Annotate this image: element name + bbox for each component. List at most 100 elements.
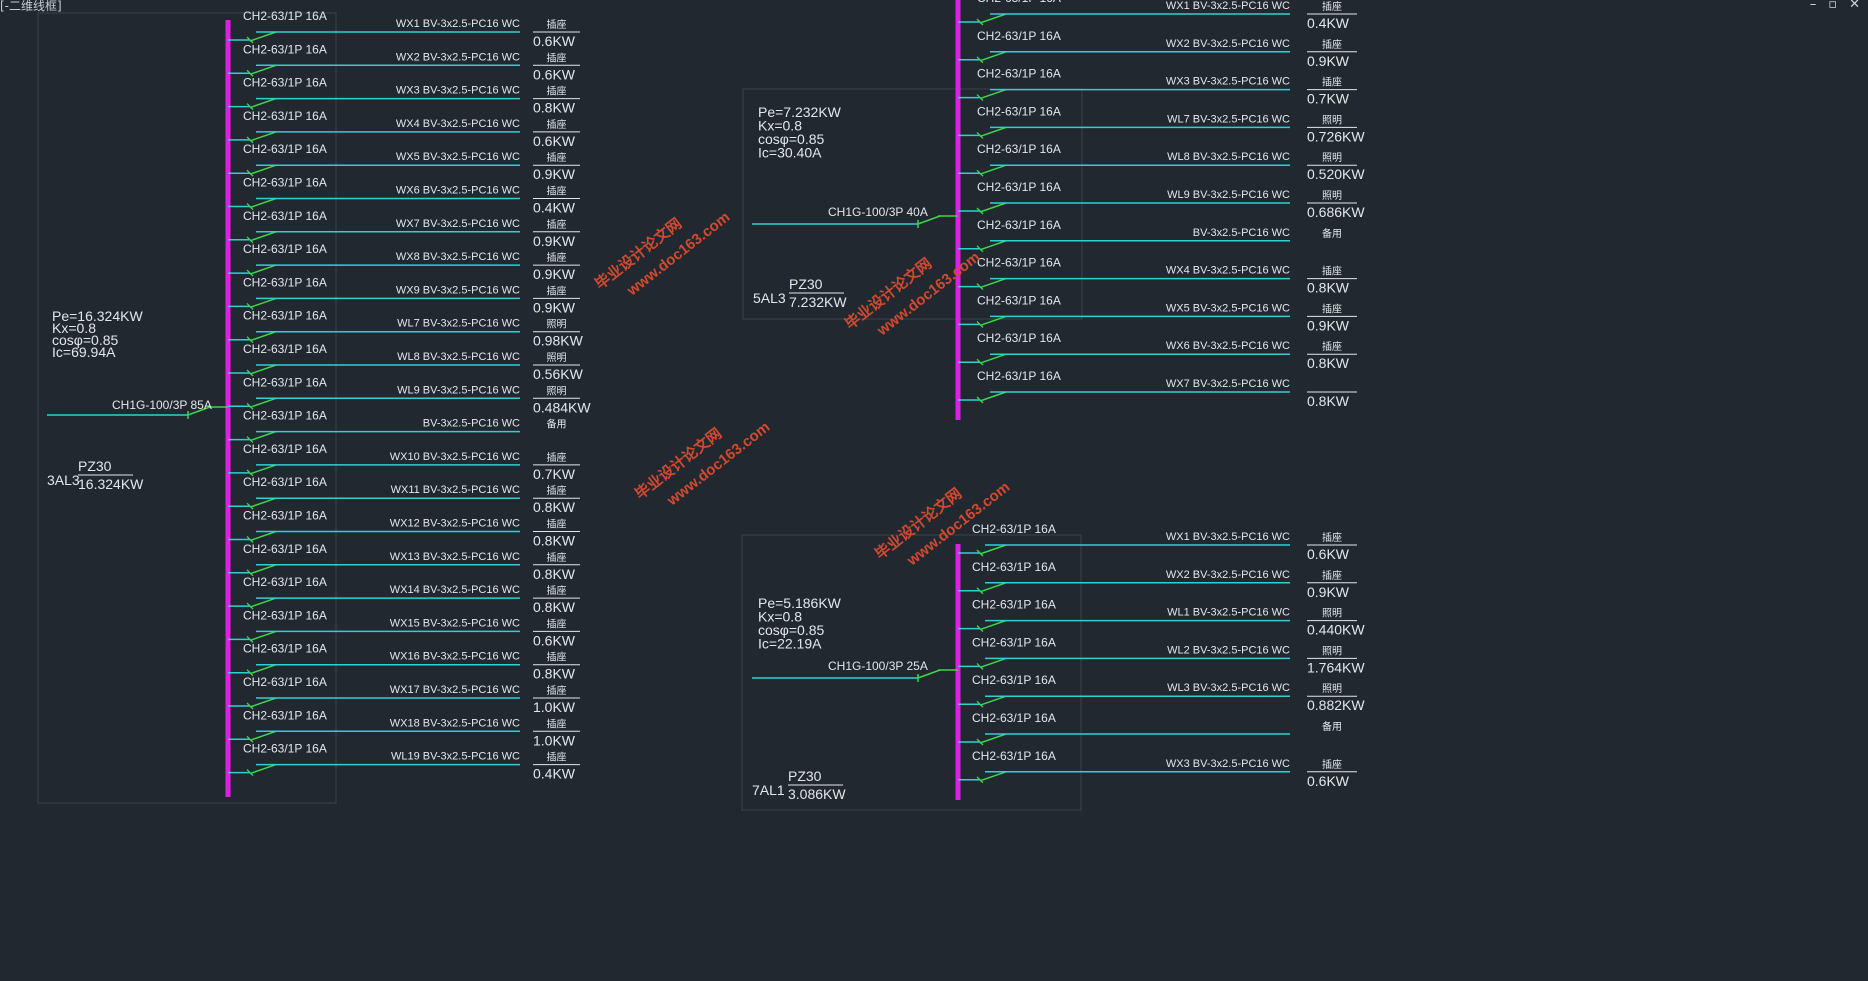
panel-7al1-circuit-5-load-type: 照明 — [1322, 683, 1342, 695]
panel-3al3-circuit-22-breaker-mark — [246, 735, 254, 743]
panel-7al1-circuit-2-load-type: 插座 — [1322, 569, 1342, 582]
panel-3al3-circuit-10-load: 0.98KW — [533, 333, 584, 349]
panel-5al3-circuit-6-breaker-mark — [976, 207, 984, 215]
panel-3al3-circuit-22-load: 1.0KW — [533, 732, 576, 748]
panel-5al3-circuit-8-load-type: 插座 — [1322, 265, 1342, 278]
panel-3al3-circuit-22-breaker-symbol — [249, 730, 277, 742]
panel-3al3-circuit-17-breaker: CH2-63/1P 16A — [243, 542, 327, 556]
panel-3al3-circuit-16-breaker-mark — [246, 536, 254, 543]
panel-5al3-circuit-10-load-type: 插座 — [1322, 340, 1342, 353]
panel-5al3-circuit-10-load: 0.8KW — [1307, 355, 1350, 371]
panel-3al3-circuit-12-breaker-mark — [246, 402, 254, 410]
panel-7al1-model: PZ30 — [788, 768, 822, 784]
panel-3al3-circuit-6-breaker-mark — [246, 203, 254, 210]
panel-3al3-circuit-10-breaker-mark — [246, 336, 254, 344]
panel-7al1-circuit-3-breaker: CH2-63/1P 16A — [972, 598, 1056, 612]
panel-3al3-circuit-10-breaker: CH2-63/1P 16A — [243, 309, 327, 323]
minimize-icon[interactable]: – — [1809, 0, 1817, 12]
panel-3al3-circuit-14-cable: WX10 BV-3x2.5-PC16 WC — [390, 451, 520, 463]
panel-3al3-circuit-16-load-type: 插座 — [547, 518, 567, 531]
panel-3al3-circuit-23-breaker-symbol — [249, 763, 277, 775]
panel-5al3-circuit-10-breaker-symbol — [979, 353, 1007, 364]
viewport-label[interactable]: [-二维线框] — [0, 0, 62, 13]
panel-7al1-circuit-7-breaker: CH2-63/1P 16A — [972, 749, 1056, 763]
panel-3al3-circuit-17-load-type: 插座 — [547, 551, 567, 564]
panel-7al1-circuit-1-breaker: CH2-63/1P 16A — [972, 522, 1056, 536]
panel-3al3-circuit-8-load: 0.9KW — [533, 266, 576, 282]
panel-7al1-circuit-2-load: 0.9KW — [1307, 584, 1350, 600]
panel-7al1-circuit-2-breaker-symbol — [979, 582, 1007, 593]
panel-5al3-circuit-1-cable: WX1 BV-3x2.5-PC16 WC — [1166, 0, 1290, 12]
panel-7al1-circuit-5-load: 0.882KW — [1307, 697, 1365, 713]
panel-7al1-circuit-5-breaker-mark — [976, 700, 984, 708]
panel-3al3-circuit-21-breaker-mark — [246, 702, 254, 710]
panel-3al3-circuit-18-load-type: 插座 — [547, 584, 567, 597]
panel-7al1-main-breaker-symbol — [917, 669, 941, 679]
panel-3al3-circuit-18-load: 0.8KW — [533, 599, 576, 615]
panel-3al3-circuit-6-cable: WX6 BV-3x2.5-PC16 WC — [396, 185, 520, 197]
panel-3al3-circuit-23-cable: WL19 BV-3x2.5-PC16 WC — [391, 751, 520, 763]
panel-3al3-circuit-13-breaker: CH2-63/1P 16A — [243, 409, 327, 423]
panel-5al3-circuit-3-breaker-mark — [976, 94, 984, 102]
panel-3al3-circuit-15-load: 0.8KW — [533, 499, 576, 515]
panel-3al3-circuit-2-breaker-symbol — [249, 64, 277, 76]
panel-5al3-circuit-9-load-type: 插座 — [1322, 302, 1342, 315]
panel-7al1-circuit-7-breaker-symbol — [979, 771, 1007, 782]
panel-5al3-circuit-2-breaker-mark — [976, 56, 984, 64]
panel-3al3-circuit-18-breaker-symbol — [249, 597, 277, 608]
panel-7al1-circuit-6-breaker-mark — [976, 738, 984, 746]
panel-5al3-calc-line-2: cosφ=0.85 — [758, 131, 825, 147]
panel-3al3-circuit-19-breaker: CH2-63/1P 16A — [243, 608, 327, 622]
panel-5al3-circuit-9-breaker: CH2-63/1P 16A — [977, 293, 1061, 307]
close-icon[interactable]: ✕ — [1849, 0, 1860, 12]
panel-3al3-circuit-18-breaker-mark — [246, 602, 254, 610]
panel-5al3-name: 5AL3 — [753, 290, 786, 306]
panel-3al3-circuit-18-breaker: CH2-63/1P 16A — [243, 575, 327, 589]
panel-5al3-circuit-3-cable: WX3 BV-3x2.5-PC16 WC — [1166, 76, 1290, 88]
panel-5al3-circuit-3-breaker: CH2-63/1P 16A — [977, 67, 1061, 81]
panel-3al3-circuit-11-load: 0.56KW — [533, 366, 584, 382]
panel-7al1-circuit-3-breaker-symbol — [979, 619, 1007, 631]
panel-3al3-circuit-10-load-type: 照明 — [547, 319, 567, 331]
panel-5al3-circuit-6-breaker: CH2-63/1P 16A — [977, 180, 1061, 194]
panel-7al1-circuit-5-cable: WL3 BV-3x2.5-PC16 WC — [1167, 682, 1290, 694]
panel-3al3-circuit-3-breaker-mark — [246, 103, 254, 111]
panel-5al3-circuit-9-cable: WX5 BV-3x2.5-PC16 WC — [1166, 302, 1290, 314]
panel-5al3-circuit-3-load-type: 插座 — [1322, 76, 1342, 89]
panel-3al3-circuit-16-breaker-symbol — [249, 530, 277, 542]
panel-3al3-frame — [37, 12, 337, 804]
panel-3al3-circuit-9-breaker: CH2-63/1P 16A — [243, 275, 327, 289]
panel-3al3-circuit-19-load-type: 插座 — [547, 617, 567, 630]
panel-3al3-circuit-21-load: 1.0KW — [533, 699, 576, 715]
panel-5al3-circuit-7-breaker: CH2-63/1P 16A — [977, 218, 1061, 232]
panel-5al3-circuit-4-load: 0.726KW — [1307, 128, 1365, 144]
panel-7al1-circuit-5-breaker: CH2-63/1P 16A — [972, 673, 1056, 687]
panel-7al1-circuit-3-load: 0.440KW — [1307, 622, 1365, 638]
panel-3al3-circuit-4-load: 0.6KW — [533, 133, 576, 149]
panel-5al3-circuit-11-breaker-symbol — [979, 391, 1007, 402]
panel-3al3-circuit-21-breaker: CH2-63/1P 16A — [243, 675, 327, 689]
panel-7al1-circuit-2-cable: WX2 BV-3x2.5-PC16 WC — [1166, 569, 1290, 581]
panel-7al1-frame — [741, 534, 1082, 811]
panel-3al3-circuit-5-load-type: 插座 — [547, 151, 567, 164]
panel-7al1-circuit-2-breaker: CH2-63/1P 16A — [972, 560, 1056, 574]
panel-5al3-circuit-1-load-type: 插座 — [1322, 0, 1342, 13]
panel-3al3-main-breaker-label: CH1G-100/3P 85A — [112, 398, 212, 412]
panel-3al3-circuit-8-breaker: CH2-63/1P 16A — [243, 242, 327, 256]
panel-7al1-circuit-7-cable: WX3 BV-3x2.5-PC16 WC — [1166, 758, 1290, 770]
panel-5al3-circuit-4-cable: WL7 BV-3x2.5-PC16 WC — [1167, 113, 1290, 125]
panel-5al3-calc-line-1: Kx=0.8 — [758, 118, 802, 134]
panel-3al3-circuit-11-load-type: 照明 — [547, 352, 567, 364]
panel-5al3-circuit-1-load: 0.4KW — [1307, 15, 1350, 31]
panel-5al3-circuit-2-breaker: CH2-63/1P 16A — [977, 29, 1061, 43]
panel-7al1-circuit-4-breaker-symbol — [979, 657, 1007, 669]
panel-5al3-circuit-8-cable: WX4 BV-3x2.5-PC16 WC — [1166, 265, 1290, 277]
panel-7al1-main-breaker-label: CH1G-100/3P 25A — [828, 659, 928, 673]
panel-7al1-circuit-1-breaker-mark — [976, 549, 984, 557]
panel-3al3-calc-line-3: Ic=69.94A — [52, 344, 116, 360]
panel-5al3-calc-line-0: Pe=7.232KW — [758, 104, 842, 120]
restore-icon[interactable]: ▫ — [1828, 0, 1838, 12]
panel-3al3-circuit-12-load: 0.484KW — [533, 399, 591, 415]
panel-3al3-circuit-19-breaker-symbol — [249, 630, 277, 642]
